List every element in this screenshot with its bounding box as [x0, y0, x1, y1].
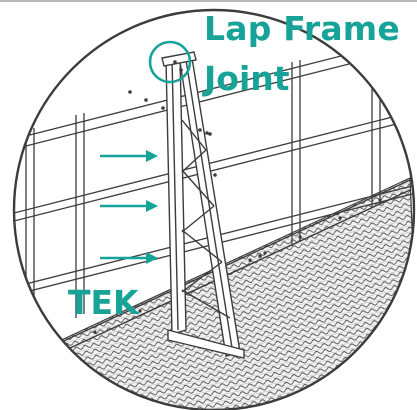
right-arrow-icon [100, 200, 158, 212]
right-arrow-icon [100, 150, 158, 162]
lap-frame-label: Lap Frame [204, 9, 400, 48]
grated-floor [14, 177, 414, 410]
right-arrow-icon [100, 252, 158, 264]
tek-arrows [100, 150, 158, 264]
detail-circle-border [12, 8, 416, 410]
frame-structure [14, 35, 414, 410]
joint-bolts [173, 60, 209, 135]
lap-frame-post [161, 51, 245, 359]
joint-label: Joint [204, 59, 290, 98]
edge-beam-bolts [93, 198, 382, 334]
tek-label: TEK [68, 283, 139, 322]
joint-callout-circle [148, 40, 192, 84]
